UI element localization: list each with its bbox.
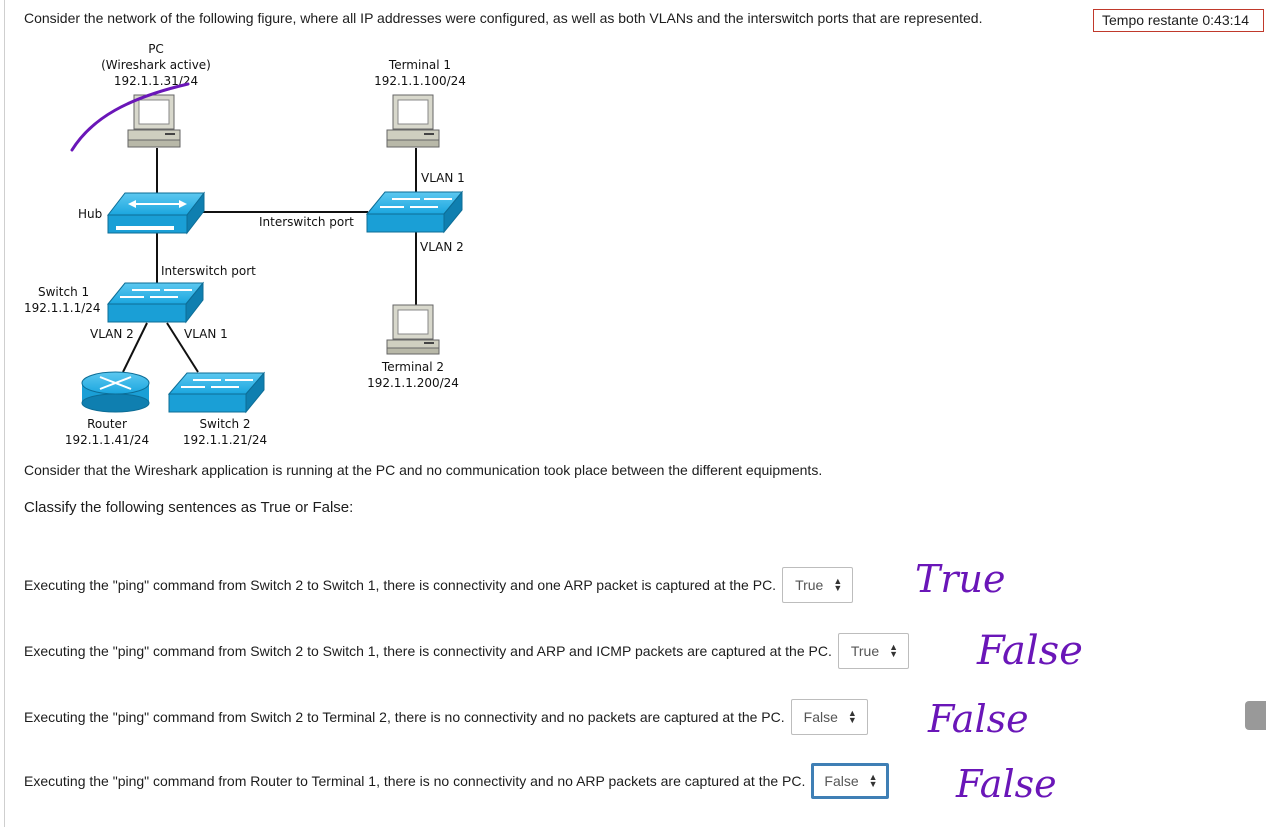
hub-switch1-link-label: Interswitch port bbox=[161, 264, 256, 278]
handwritten-answer-4: False bbox=[955, 762, 1057, 806]
terminal1-name-label: Terminal 1 bbox=[388, 58, 451, 72]
left-border bbox=[4, 0, 5, 827]
select-arrows-icon: ▲▼ bbox=[833, 576, 843, 593]
network-links bbox=[122, 148, 417, 373]
switch1-name-label: Switch 1 bbox=[38, 285, 89, 299]
switch1-icon bbox=[106, 281, 205, 324]
terminal1-ip-label: 192.1.1.100/24 bbox=[374, 74, 466, 88]
statement-row-2: Executing the "ping" command from Switch… bbox=[24, 633, 910, 669]
statement-row-3: Executing the "ping" command from Switch… bbox=[24, 699, 868, 735]
hub-icon bbox=[106, 191, 206, 235]
terminal2-name-label: Terminal 2 bbox=[381, 360, 444, 374]
handwritten-answer-1: True bbox=[915, 557, 1005, 601]
pc-computer-icon bbox=[127, 94, 181, 148]
timer-badge: Tempo restante 0:43:14 bbox=[1093, 9, 1264, 32]
switch1-ip-label: 192.1.1.1/24 bbox=[24, 301, 101, 315]
answer-select-1[interactable]: True ▲▼ bbox=[782, 567, 854, 603]
vlan-switch-icon bbox=[365, 190, 464, 234]
statement-row-4: Executing the "ping" command from Router… bbox=[24, 763, 889, 799]
router-vlan-label: VLAN 2 bbox=[90, 327, 134, 341]
handwritten-answer-2: False bbox=[976, 628, 1083, 674]
select-arrows-icon: ▲▼ bbox=[889, 642, 899, 659]
scroll-to-top-tab[interactable] bbox=[1245, 701, 1266, 730]
answer-select-value: False bbox=[824, 773, 859, 789]
hub-switch3-link-label: Interswitch port bbox=[259, 215, 354, 229]
answer-select-value: True bbox=[795, 577, 824, 593]
select-arrows-icon: ▲▼ bbox=[868, 772, 878, 789]
statement-text: Executing the "ping" command from Router… bbox=[24, 773, 806, 789]
terminal1-computer-icon bbox=[386, 94, 440, 148]
terminal2-ip-label: 192.1.1.200/24 bbox=[367, 376, 459, 390]
switch2-vlan-label: VLAN 1 bbox=[184, 327, 228, 341]
pc-ip-label: 192.1.1.31/24 bbox=[114, 74, 198, 88]
switch2-icon bbox=[167, 371, 266, 414]
statement-text: Executing the "ping" command from Switch… bbox=[24, 643, 832, 659]
statement-row-1: Executing the "ping" command from Switch… bbox=[24, 567, 854, 603]
terminal1-vlan-label: VLAN 1 bbox=[421, 171, 465, 185]
answer-select-4[interactable]: False ▲▼ bbox=[811, 763, 889, 799]
router-ip-label: 192.1.1.41/24 bbox=[65, 433, 149, 447]
switch2-name-label: Switch 2 bbox=[199, 417, 250, 431]
router-name-label: Router bbox=[87, 417, 127, 431]
terminal2-vlan-label: VLAN 2 bbox=[420, 240, 464, 254]
switch2-ip-label: 192.1.1.21/24 bbox=[183, 433, 267, 447]
answer-select-3[interactable]: False ▲▼ bbox=[790, 699, 868, 735]
answer-select-value: True bbox=[850, 643, 880, 659]
statement-text: Executing the "ping" command from Switch… bbox=[24, 709, 785, 725]
select-arrows-icon: ▲▼ bbox=[847, 708, 857, 725]
answer-select-2[interactable]: True ▲▼ bbox=[837, 633, 910, 669]
question-intro: Consider the network of the following fi… bbox=[24, 10, 983, 26]
router-icon bbox=[81, 371, 150, 413]
terminal2-computer-icon bbox=[386, 304, 440, 355]
pc-note-label: (Wireshark active) bbox=[101, 58, 211, 72]
answer-select-value: False bbox=[803, 709, 838, 725]
instruction-text: Classify the following sentences as True… bbox=[24, 499, 354, 516]
hub-name-label: Hub bbox=[78, 207, 102, 221]
context-text: Consider that the Wireshark application … bbox=[24, 462, 823, 478]
statement-text: Executing the "ping" command from Switch… bbox=[24, 577, 777, 593]
pc-name-label: PC bbox=[148, 42, 164, 56]
network-diagram: PC (Wireshark active) 192.1.1.31/24 Term… bbox=[24, 42, 466, 447]
handwritten-answer-3: False bbox=[927, 697, 1029, 741]
